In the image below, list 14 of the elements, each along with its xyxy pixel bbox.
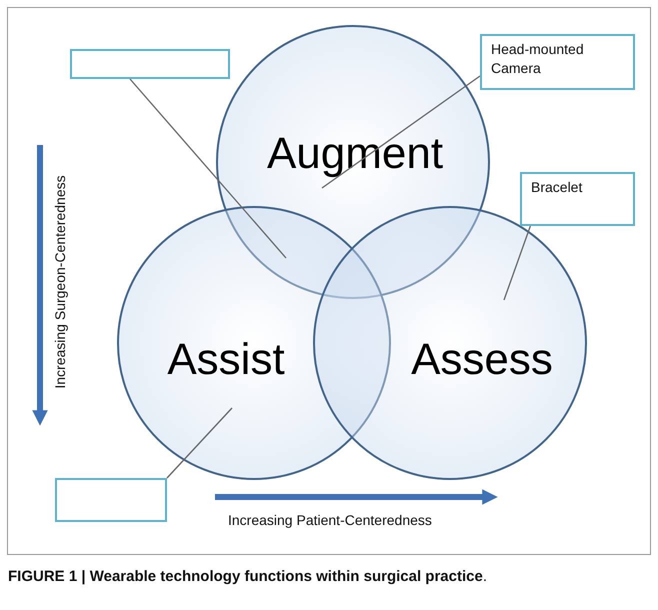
leader-line: [166, 408, 232, 478]
axis-label: Increasing Surgeon-Centeredness: [52, 175, 68, 389]
leader-line: [503, 226, 531, 300]
circle-label: Assist: [167, 335, 285, 385]
callout-text: Bracelet: [531, 179, 582, 195]
callout-box: [55, 478, 167, 522]
leader-line: [130, 78, 286, 258]
callout-box: [480, 34, 635, 90]
callout-text: Head-mounted Camera: [491, 41, 584, 76]
circle-label: Assess: [411, 335, 553, 385]
callout-box: [520, 172, 635, 226]
axis-label: Increasing Patient-Centeredness: [228, 512, 432, 528]
callout-box: [70, 49, 230, 79]
figure-caption: FIGURE 1 | Wearable technology functions within surgical practice.: [8, 568, 488, 585]
